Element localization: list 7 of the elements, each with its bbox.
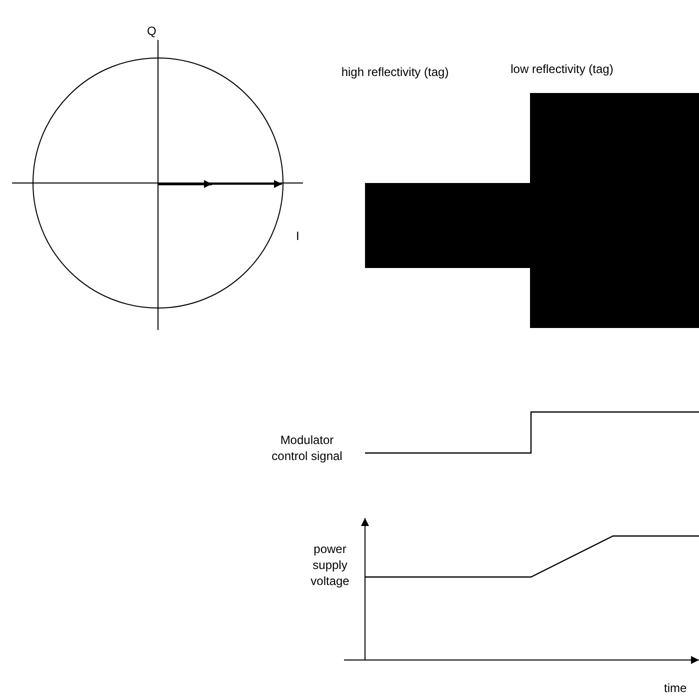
axis-label: power supply voltage — [310, 541, 350, 589]
annotation: high reflectivity (tag) — [340, 64, 450, 80]
axis-label: Q — [147, 23, 158, 39]
signal-label: Modulator control signal — [270, 432, 344, 464]
annotation: low reflectivity (tag) — [510, 61, 614, 77]
axis-label: time — [664, 680, 688, 696]
axis-label: I — [296, 228, 300, 244]
